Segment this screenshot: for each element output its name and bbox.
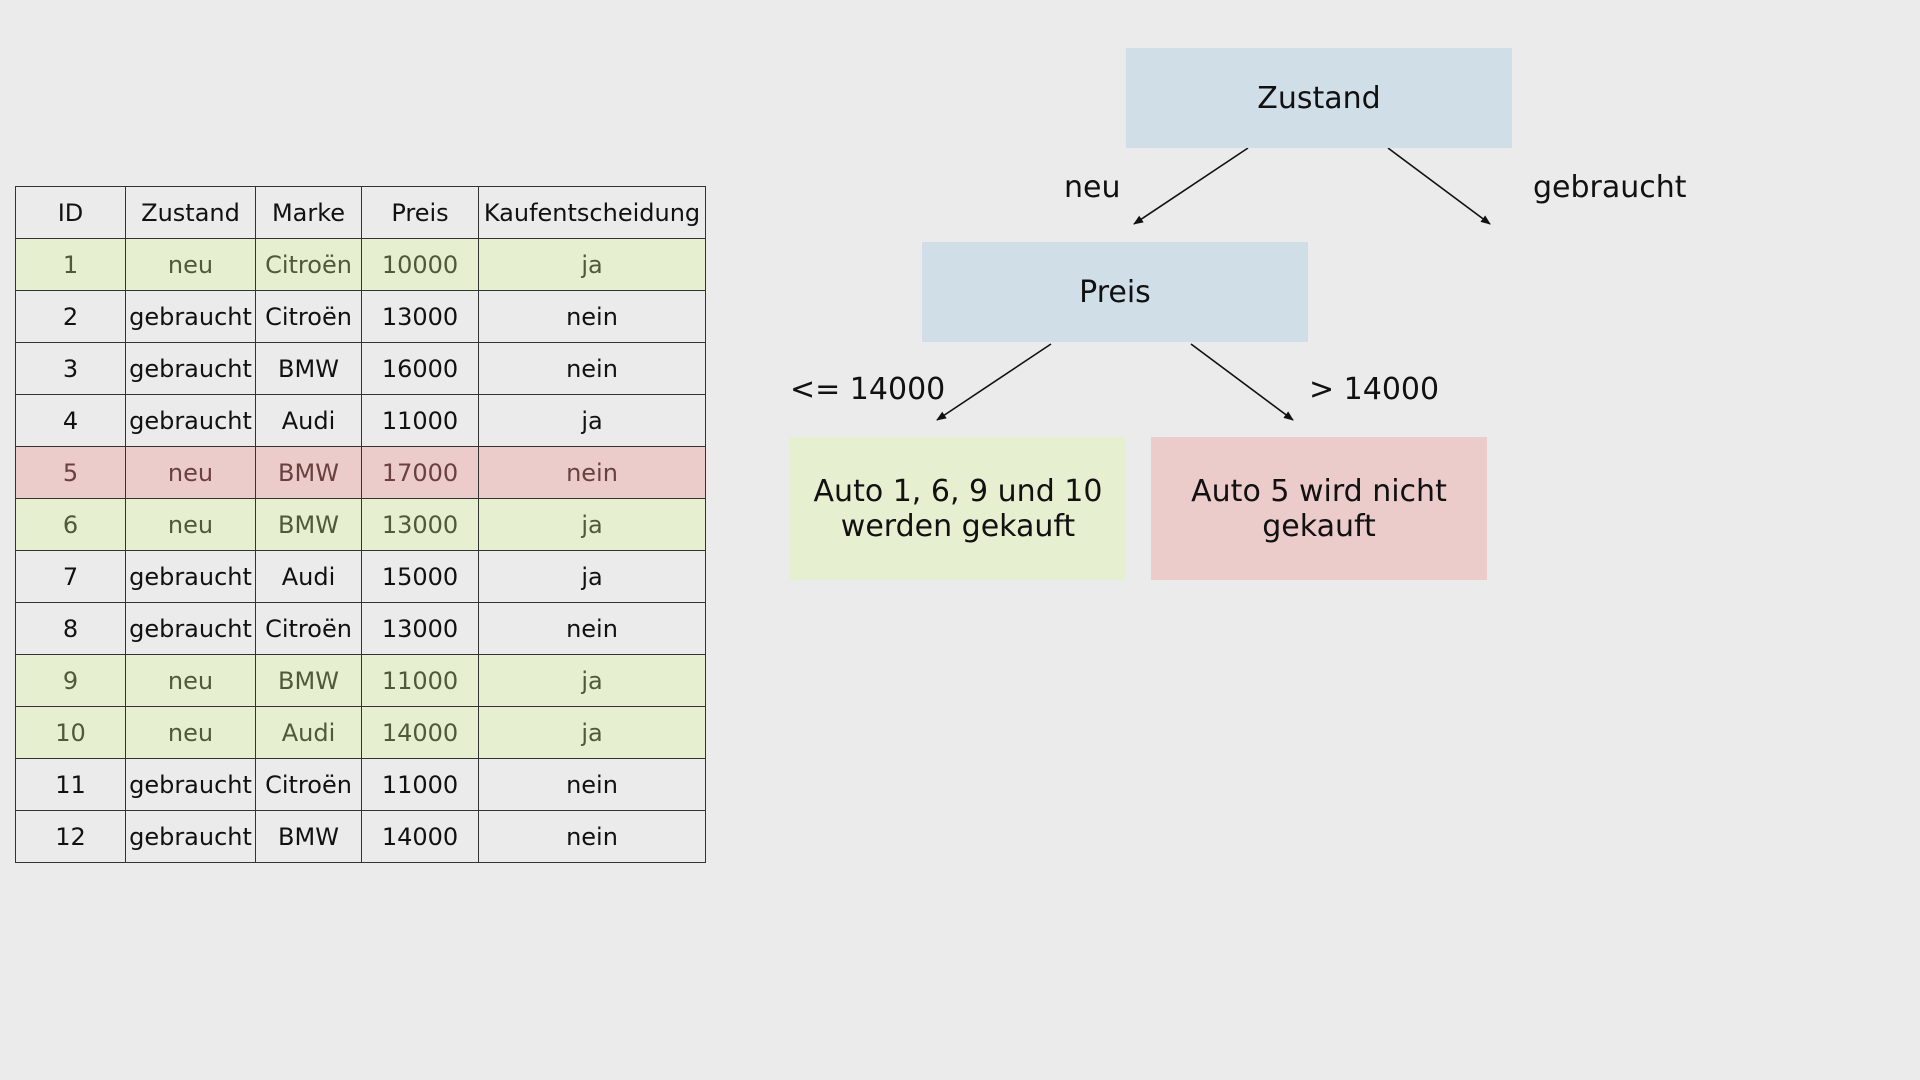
cell-zustand: neu [125,706,256,759]
cell-marke: Audi [255,394,362,447]
cell-marke: BMW [255,342,362,395]
cell-kaufentscheidung: ja [478,550,706,603]
branch-label-gebraucht: gebraucht [1533,170,1687,205]
cell-zustand: gebraucht [125,290,256,343]
cell-zustand: gebraucht [125,342,256,395]
cell-kaufentscheidung: ja [478,498,706,551]
node-preis-label: Preis [1079,274,1151,310]
cell-id: 3 [15,342,126,395]
cell-marke: BMW [255,810,362,863]
edge-preis-high [1190,343,1294,421]
cell-kaufentscheidung: nein [478,810,706,863]
header-zustand: Zustand [125,186,256,239]
cell-marke: Citroën [255,238,362,291]
cell-preis: 15000 [361,550,479,603]
cell-id: 11 [15,758,126,811]
cell-preis: 14000 [361,810,479,863]
cell-id: 12 [15,810,126,863]
leaf-nobuy-label: Auto 5 wird nicht gekauft [1191,473,1447,544]
cell-id: 2 [15,290,126,343]
leaf-buy: Auto 1, 6, 9 und 10 werden gekauft [790,437,1126,580]
cell-id: 6 [15,498,126,551]
branch-label-neu: neu [1064,170,1121,205]
header-marke: Marke [255,186,362,239]
cell-preis: 11000 [361,654,479,707]
leaf-nobuy: Auto 5 wird nicht gekauft [1151,437,1487,580]
header-id: ID [15,186,126,239]
node-zustand: Zustand [1126,48,1512,148]
cell-preis: 17000 [361,446,479,499]
node-zustand-label: Zustand [1257,80,1381,116]
cell-preis: 11000 [361,758,479,811]
cell-id: 9 [15,654,126,707]
cell-kaufentscheidung: nein [478,758,706,811]
branch-label-high-price: > 14000 [1309,372,1440,407]
cell-preis: 13000 [361,290,479,343]
cell-zustand: neu [125,238,256,291]
cell-id: 1 [15,238,126,291]
cell-id: 5 [15,446,126,499]
edge-preis-low [936,343,1052,421]
cell-id: 8 [15,602,126,655]
cell-preis: 13000 [361,602,479,655]
cell-preis: 13000 [361,498,479,551]
cell-id: 4 [15,394,126,447]
cell-marke: Citroën [255,290,362,343]
edge-root-gebraucht [1387,147,1491,225]
leaf-buy-label: Auto 1, 6, 9 und 10 werden gekauft [813,473,1103,544]
cell-marke: Audi [255,706,362,759]
cell-id: 10 [15,706,126,759]
cell-zustand: neu [125,446,256,499]
car-data-table: ID Zustand Marke Preis Kaufentscheidung … [15,186,706,863]
cell-zustand: gebraucht [125,810,256,863]
cell-kaufentscheidung: ja [478,394,706,447]
node-preis: Preis [922,242,1308,342]
branch-label-low-price: <= 14000 [790,372,946,407]
edge-root-neu [1133,147,1249,225]
cell-zustand: neu [125,654,256,707]
cell-kaufentscheidung: nein [478,342,706,395]
cell-marke: BMW [255,498,362,551]
cell-kaufentscheidung: nein [478,290,706,343]
cell-marke: Audi [255,550,362,603]
cell-kaufentscheidung: ja [478,238,706,291]
cell-id: 7 [15,550,126,603]
cell-zustand: gebraucht [125,758,256,811]
